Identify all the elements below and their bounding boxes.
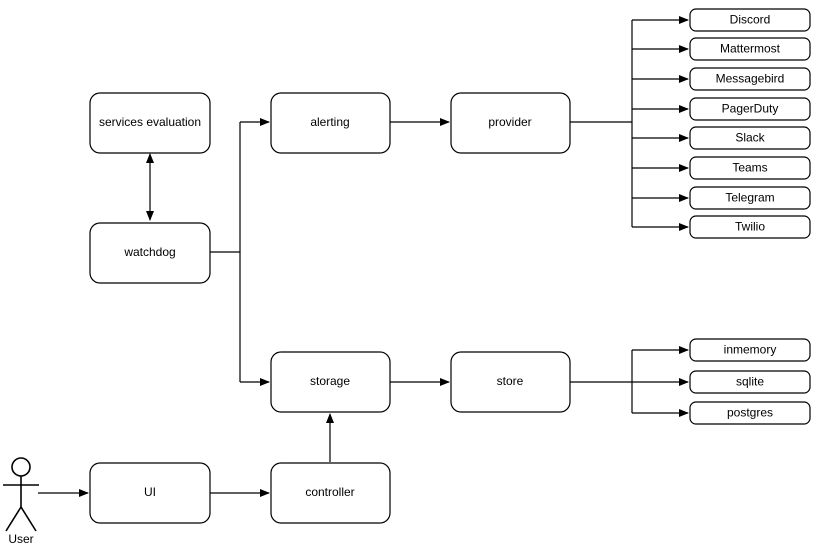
leaf-messagebird[interactable]: Messagebird [689, 67, 811, 91]
node-store-rect [450, 351, 571, 413]
stick-figure-right-leg-icon [20, 506, 37, 532]
leaf-telegram-rect [689, 186, 811, 210]
leaf-teams-rect [689, 156, 811, 180]
node-controller[interactable]: controller [270, 462, 391, 524]
node-controller-label: controller [305, 485, 354, 499]
leaf-mattermost[interactable]: Mattermost [689, 37, 811, 61]
store-leaf-list: inmemory sqlite postgres [689, 338, 811, 425]
leaf-sqlite-label: sqlite [736, 375, 764, 389]
node-watchdog[interactable]: watchdog [89, 222, 211, 284]
leaf-messagebird-label: Messagebird [716, 72, 785, 86]
actor-user-label: User [8, 532, 33, 546]
node-store[interactable]: store [450, 351, 571, 413]
leaf-slack-rect [689, 126, 811, 150]
node-storage-label: storage [310, 374, 350, 388]
stick-figure-left-leg-icon [5, 506, 22, 532]
node-services-evaluation[interactable]: services evaluation [89, 92, 211, 154]
leaf-mattermost-rect [689, 37, 811, 61]
node-services-evaluation-rect [89, 92, 211, 154]
node-provider-label: provider [488, 115, 531, 129]
node-alerting-label: alerting [310, 115, 349, 129]
stick-figure-head-icon [11, 457, 31, 477]
node-storage[interactable]: storage [270, 351, 391, 413]
leaf-inmemory-rect [689, 338, 811, 362]
leaf-postgres[interactable]: postgres [689, 401, 811, 425]
leaf-twilio[interactable]: Twilio [689, 215, 811, 239]
node-provider-rect [450, 92, 571, 154]
leaf-pagerduty-label: PagerDuty [722, 102, 779, 116]
leaf-teams[interactable]: Teams [689, 156, 811, 180]
leaf-messagebird-rect [689, 67, 811, 91]
leaf-discord-rect [689, 8, 811, 32]
node-store-label: store [497, 374, 524, 388]
leaf-inmemory-label: inmemory [724, 343, 777, 357]
leaf-sqlite-rect [689, 370, 811, 394]
leaf-mattermost-label: Mattermost [720, 42, 781, 56]
leaf-discord-label: Discord [730, 13, 771, 27]
leaf-slack[interactable]: Slack [689, 126, 811, 150]
leaf-postgres-rect [689, 401, 811, 425]
leaf-inmemory[interactable]: inmemory [689, 338, 811, 362]
node-watchdog-label: watchdog [123, 245, 175, 259]
actor-user[interactable]: User [3, 457, 39, 546]
node-ui[interactable]: UI [89, 462, 211, 524]
leaf-discord[interactable]: Discord [689, 8, 811, 32]
node-alerting-rect [270, 92, 391, 154]
leaf-sqlite[interactable]: sqlite [689, 370, 811, 394]
node-watchdog-rect [89, 222, 211, 284]
leaf-pagerduty[interactable]: PagerDuty [689, 97, 811, 121]
leaf-twilio-rect [689, 215, 811, 239]
edge-watchdog-trunk-up [210, 122, 241, 253]
node-provider[interactable]: provider [450, 92, 571, 154]
node-alerting[interactable]: alerting [270, 92, 391, 154]
leaf-pagerduty-rect [689, 97, 811, 121]
node-ui-rect [89, 462, 211, 524]
leaf-telegram-label: Telegram [725, 191, 774, 205]
node-services-evaluation-label: services evaluation [99, 115, 201, 129]
leaf-slack-label: Slack [735, 131, 765, 145]
leaf-twilio-label: Twilio [735, 220, 765, 234]
leaf-telegram[interactable]: Telegram [689, 186, 811, 210]
leaf-postgres-label: postgres [727, 406, 773, 420]
node-controller-rect [270, 462, 391, 524]
leaf-teams-label: Teams [732, 161, 767, 175]
provider-leaf-list: Discord Mattermost Messagebird PagerDuty… [689, 8, 811, 239]
node-ui-label: UI [144, 485, 156, 499]
node-storage-rect [270, 351, 391, 413]
